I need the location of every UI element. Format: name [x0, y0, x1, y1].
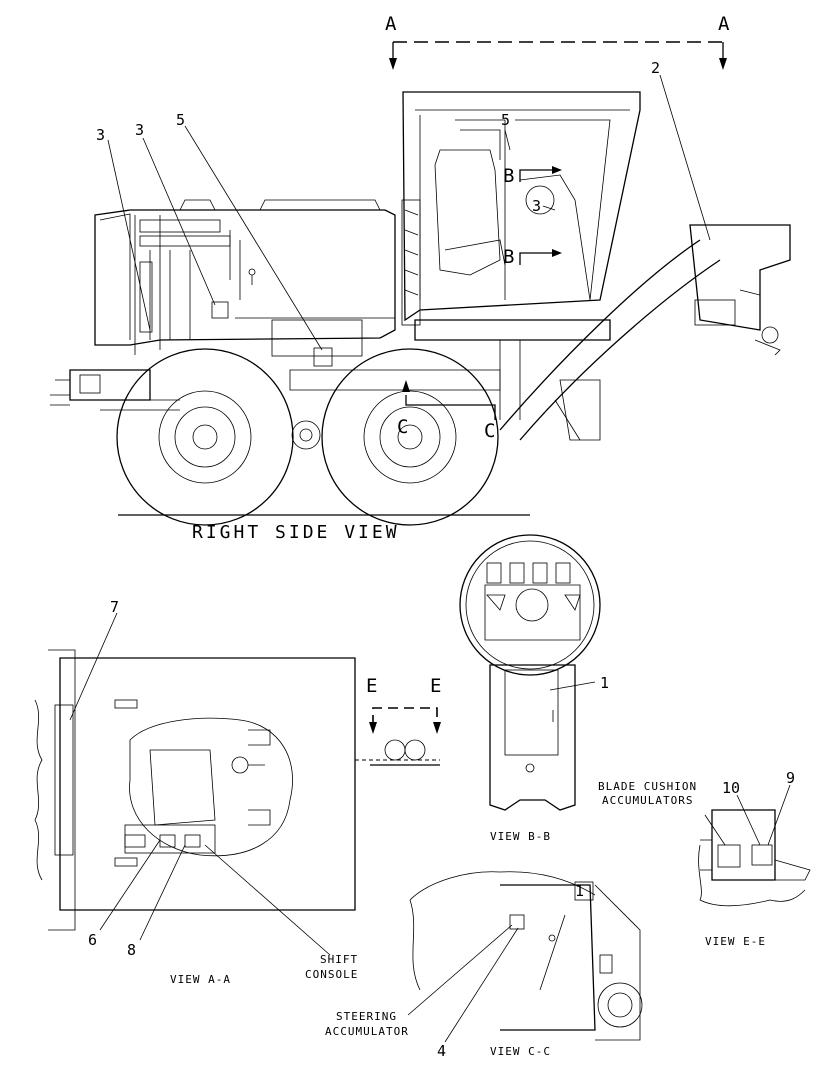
callout-1b: 1 [575, 882, 584, 900]
section-line-a-a: A A [385, 13, 730, 70]
rear-wheel [116, 348, 294, 526]
section-marker-a-right: A [718, 13, 730, 35]
view-title-e-e: VIEW E-E [705, 935, 766, 948]
label-steering-acc-line2: ACCUMULATOR [325, 1025, 409, 1038]
view-title-right-side: RIGHT SIDE VIEW [192, 522, 400, 543]
label-blade-cushion-line2: ACCUMULATORS [602, 794, 693, 807]
right-side-view: B B C C 3 3 5 2 5 3 RIGHT SIDE VIEW [50, 59, 791, 543]
section-marker-b-bottom: B [503, 246, 514, 268]
callout-6: 6 [88, 931, 97, 949]
callout-7: 7 [110, 598, 119, 616]
callout-10: 10 [722, 779, 740, 797]
section-marker-b-top: B [503, 165, 514, 187]
view-title-c-c: VIEW C-C [490, 1045, 551, 1058]
callout-3a: 3 [96, 126, 105, 144]
section-marker-a-left: A [385, 13, 397, 35]
callout-3b: 3 [135, 121, 144, 139]
callout-1: 1 [600, 674, 609, 692]
callout-9: 9 [786, 769, 795, 787]
view-title-a-a: VIEW A-A [170, 973, 231, 986]
view-title-b-b: VIEW B-B [490, 830, 551, 843]
callout-3c: 3 [532, 197, 541, 215]
callout-2: 2 [651, 59, 660, 77]
label-blade-cushion-line1: BLADE CUSHION [598, 780, 697, 793]
label-shift-console-line2: CONSOLE [305, 968, 358, 981]
callout-8: 8 [127, 941, 136, 959]
section-marker-c-front: C [397, 416, 408, 438]
section-marker-e-right: E [430, 675, 441, 697]
section-marker-e-left: E [366, 675, 377, 697]
view-c-c: 1 4 STEERING ACCUMULATOR VIEW C-C [325, 871, 643, 1060]
callout-4: 4 [437, 1042, 446, 1060]
section-marker-c-rear: C [484, 420, 495, 442]
view-e-e: 10 9 BLADE CUSHION ACCUMULATORS VIEW E-E [598, 769, 811, 948]
callout-5a: 5 [176, 111, 185, 129]
view-a-a: E E 7 6 8 SHIFT CONSOLE VIEW A-A [34, 598, 441, 986]
callout-5b: 5 [501, 111, 510, 129]
label-steering-acc-line1: STEERING [336, 1010, 397, 1023]
view-b-b: 1 VIEW B-B [459, 534, 609, 843]
front-wheel [321, 348, 499, 526]
label-shift-console-line1: SHIFT [320, 953, 358, 966]
